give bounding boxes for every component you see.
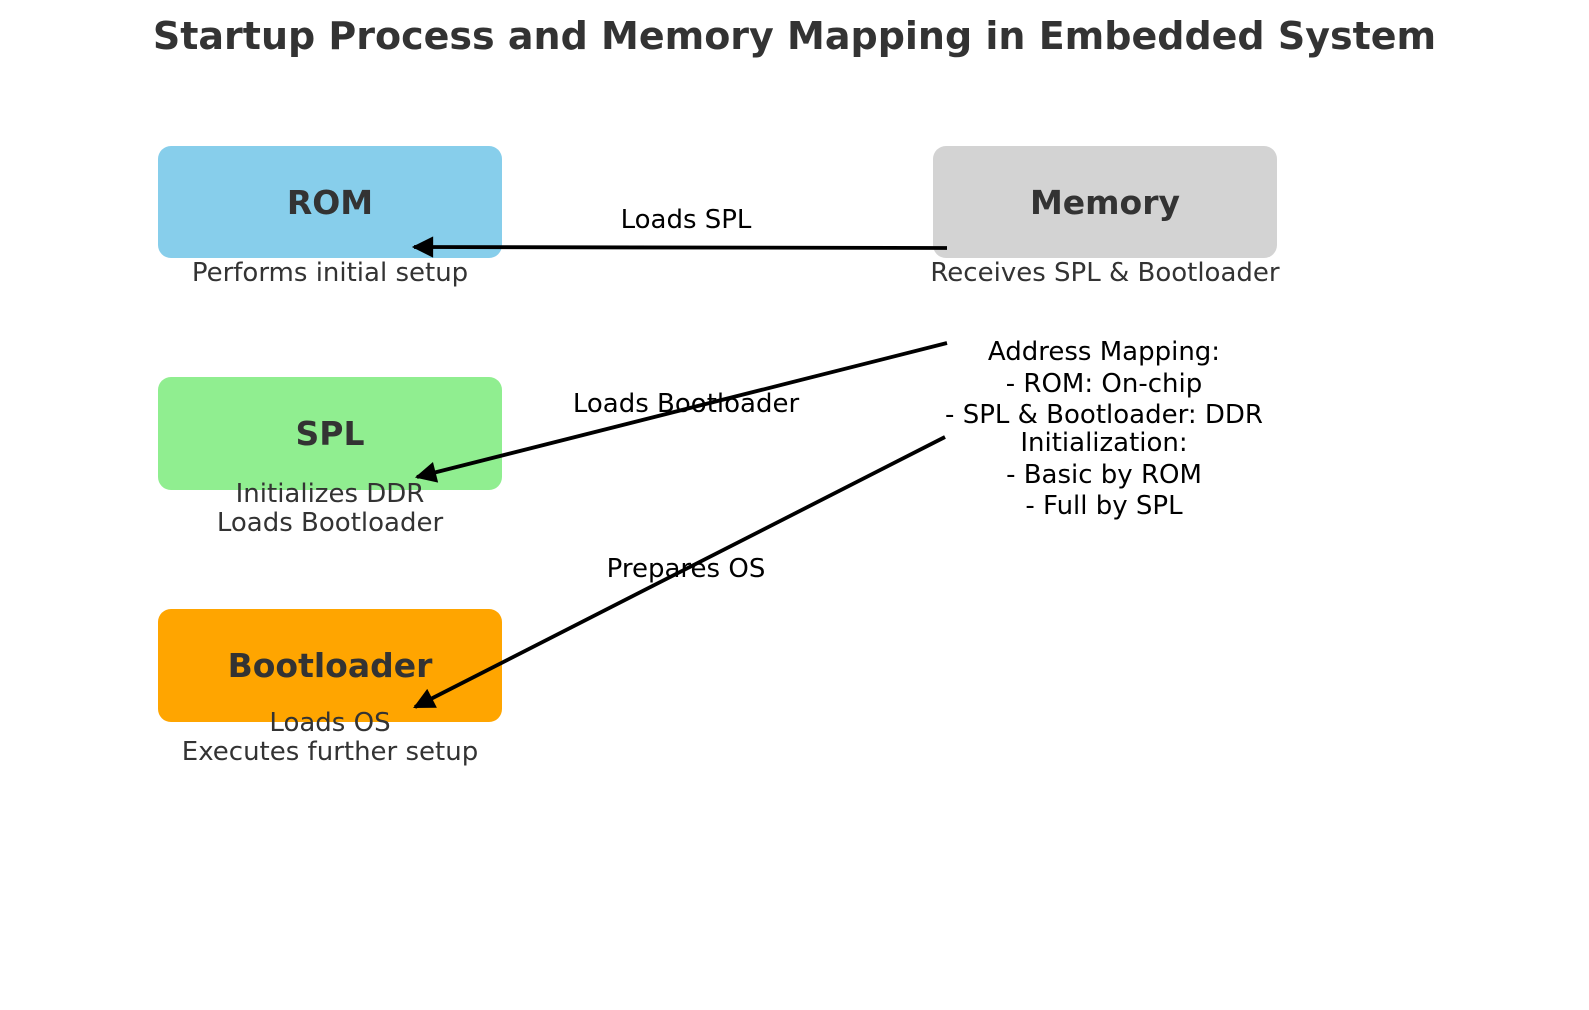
node-spl-description-line-1: Initializes DDR <box>235 479 425 509</box>
node-bootloader-description-line-1: Loads OS <box>269 708 391 738</box>
node-memory: Memory <box>933 146 1277 258</box>
annotation-initialization-line-1: Initialization: <box>1020 427 1188 458</box>
node-rom-description: Performs initial setup <box>191 258 469 288</box>
edge-label-loads-bootloader: Loads Bootloader <box>572 389 800 419</box>
annotation-address-mapping: Address Mapping: - ROM: On-chip - SPL & … <box>945 337 1263 432</box>
node-spl-label: SPL <box>295 414 365 453</box>
node-bootloader-description-line-2: Executes further setup <box>181 737 479 767</box>
node-rom-label: ROM <box>286 182 374 222</box>
annotation-address-mapping-line-3: - SPL & Bootloader: DDR <box>945 399 1263 430</box>
node-spl-description-line-2: Loads Bootloader <box>216 508 444 538</box>
node-bootloader: Bootloader <box>158 609 502 722</box>
annotation-initialization: Initialization: - Basic by ROM - Full by… <box>1006 428 1202 523</box>
page-title: Startup Process and Memory Mapping in Em… <box>152 14 1437 58</box>
edge-label-loads-spl: Loads SPL <box>620 205 752 235</box>
annotation-address-mapping-line-1: Address Mapping: <box>987 336 1221 367</box>
annotation-address-mapping-line-2: - ROM: On-chip <box>1005 368 1203 399</box>
node-rom: ROM <box>158 146 502 258</box>
annotation-initialization-line-3: - Full by SPL <box>1025 490 1183 521</box>
node-memory-label: Memory <box>1029 182 1181 222</box>
annotation-initialization-line-2: - Basic by ROM <box>1006 459 1202 490</box>
node-memory-description: Receives SPL & Bootloader <box>930 258 1280 288</box>
edge-label-prepares-os: Prepares OS <box>606 554 766 584</box>
node-bootloader-label: Bootloader <box>227 646 433 685</box>
node-spl: SPL <box>158 377 502 490</box>
